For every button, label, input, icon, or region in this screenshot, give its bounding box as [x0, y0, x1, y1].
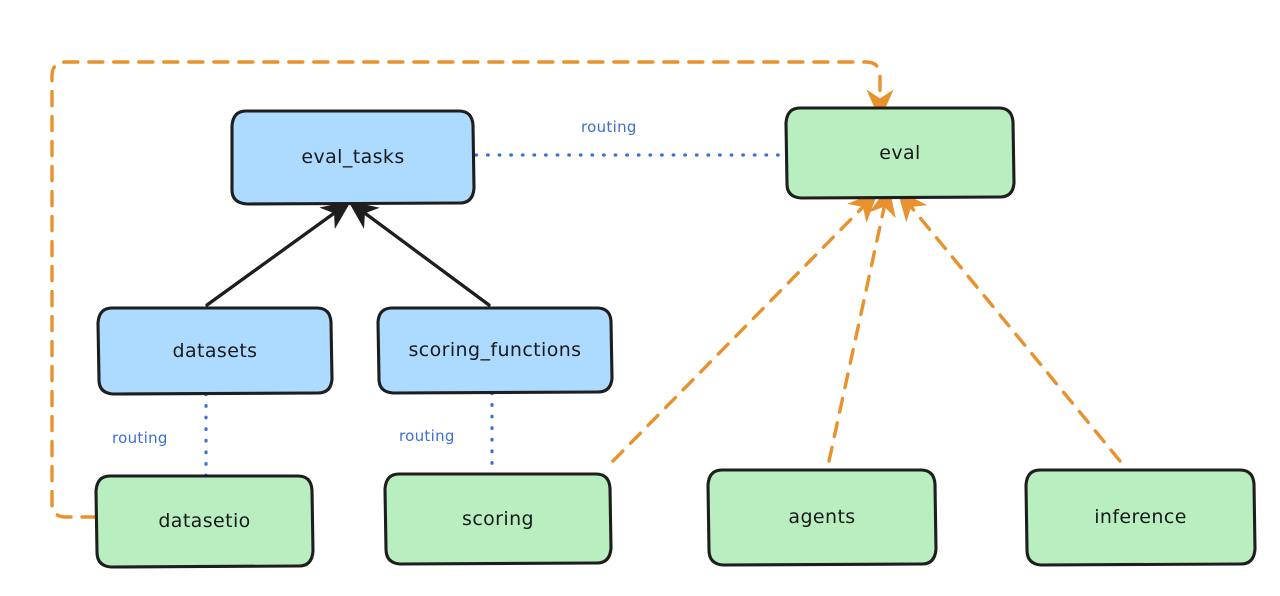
edge-label-routing-datasetio: routing [112, 429, 168, 447]
node-scoring[interactable] [383, 472, 613, 566]
edge-agents-to-eval [827, 185, 896, 463]
edge-label-routing-scoring: routing [399, 427, 455, 445]
node-datasets[interactable] [96, 306, 334, 396]
node-eval_tasks[interactable] [230, 109, 476, 206]
edge-label-routing-eval: routing [581, 118, 637, 136]
node-eval[interactable] [784, 106, 1016, 200]
node-scoring_functions[interactable] [376, 306, 614, 395]
edge-scoring-to-eval [611, 191, 879, 463]
node-inference[interactable] [1024, 468, 1257, 567]
edge-datasetio-to-eval [50, 60, 894, 519]
node-datasetio[interactable] [94, 474, 315, 569]
edge-datasets-to-eval_tasks [205, 200, 352, 307]
edge-scoring_functions-to-eval_tasks [347, 200, 491, 307]
edge-inference-to-eval [897, 190, 1122, 463]
node-agents[interactable] [706, 468, 938, 567]
